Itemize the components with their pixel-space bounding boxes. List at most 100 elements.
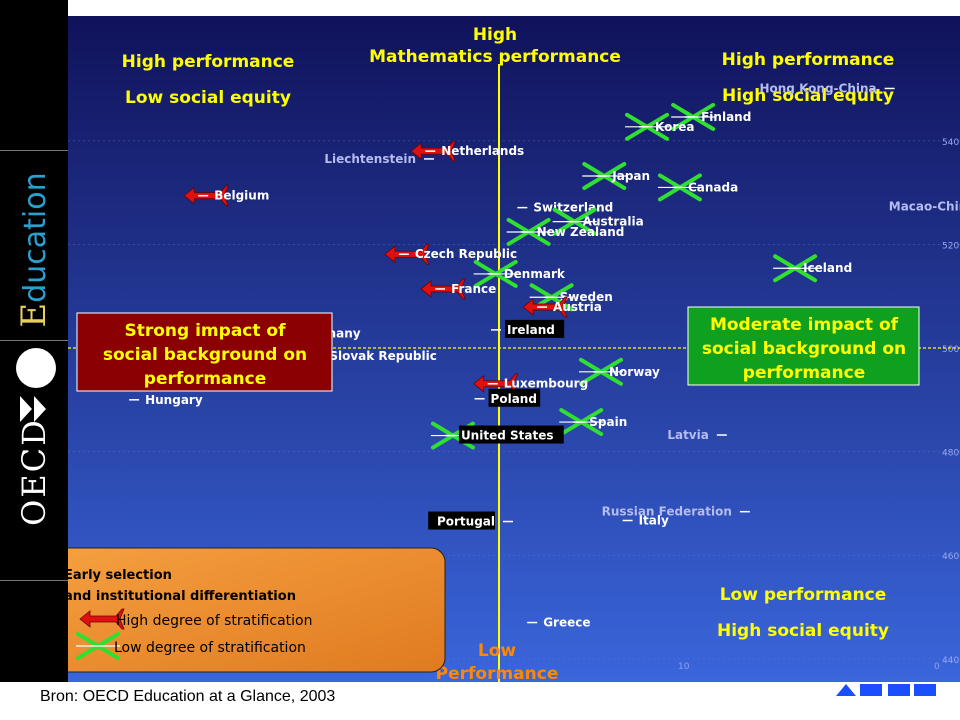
country-point: Finland: [671, 102, 751, 131]
country-point: Belgium: [183, 185, 269, 207]
country-label: Finland: [701, 110, 751, 124]
quadrant-top-left-line1: High performance: [122, 52, 295, 72]
country-label: Sweden: [560, 290, 613, 304]
country-point: Norway: [578, 357, 660, 386]
legend-item-low: Low degree of stratification: [114, 640, 306, 656]
country-point: Sweden: [529, 283, 613, 312]
country-point: Korea: [625, 112, 695, 141]
legend-title-line1: Early selection: [68, 568, 172, 583]
impact-boxes: Strong impact of social background on perf…: [76, 306, 920, 392]
country-label: Australia: [583, 215, 644, 229]
country-label: Hong Kong-China: [759, 81, 876, 95]
country-label: Portugal: [437, 515, 495, 529]
x-tick-label: 10: [678, 662, 690, 672]
strong-impact-text: performance: [144, 369, 266, 389]
quadrant-top-right-line2: High social equity: [722, 86, 894, 106]
strong-impact-text: Strong impact of: [124, 321, 286, 341]
y-tick-label: 540: [942, 138, 959, 148]
country-label: Norway: [609, 365, 660, 379]
country-point: Portugal: [428, 511, 513, 530]
country-label: Czech Republic: [415, 247, 517, 261]
oecd-leaf-icon: [20, 396, 46, 422]
country-label: Netherlands: [441, 144, 524, 158]
country-point: Netherlands: [410, 140, 524, 162]
country-label: Iceland: [803, 261, 852, 275]
country-label-box: [488, 388, 541, 407]
country-point: Russian Federation: [602, 505, 750, 519]
country-label: Latvia: [667, 428, 709, 442]
country-point: Hungary: [129, 393, 203, 407]
country-label: United States: [461, 429, 554, 443]
country-label: Macao-China: [889, 200, 960, 214]
legend: Early selection and institutional differe…: [68, 547, 446, 673]
country-label-box: [428, 511, 495, 530]
y-tick-label: 500: [942, 345, 959, 355]
country-label: Poland: [491, 392, 537, 406]
sidebar-divider: [0, 150, 68, 151]
country-label: Canada: [688, 180, 738, 194]
country-label: Switzerland: [533, 201, 613, 215]
country-label: Liechtenstein: [324, 152, 416, 166]
sidebar-divider: [0, 580, 68, 581]
high-stratification-arrow: [79, 608, 125, 630]
country-point: Czech Republic: [384, 243, 517, 265]
quadrant-bottom-right-line1: Low performance: [720, 585, 887, 605]
axis-top-subtitle: Mathematics performance: [369, 47, 621, 67]
country-point: Austria: [522, 296, 602, 318]
country-label: New Zealand: [537, 225, 625, 239]
country-label: Denmark: [504, 267, 566, 281]
country-label: Belgium: [214, 189, 269, 203]
country-points: Hong Kong-ChinaFinlandKoreaNetherlandsLi…: [129, 81, 960, 630]
axis-bottom-subtitle: Performance: [436, 664, 559, 682]
quadrant-top-left-line2: Low social equity: [125, 88, 291, 108]
legend-box: [68, 547, 446, 673]
country-label: Russian Federation: [602, 505, 732, 519]
country-point: Luxembourg: [473, 373, 588, 395]
country-label: France: [451, 282, 496, 296]
country-label: Ireland: [507, 323, 555, 337]
y-tick-label: 480: [942, 449, 959, 459]
y-tick-label: 460: [942, 552, 959, 562]
country-label: Italy: [639, 513, 669, 527]
country-label: Austria: [553, 300, 602, 314]
quadrant-top-right-line1: High performance: [722, 50, 895, 70]
country-label: Hungary: [145, 393, 203, 407]
country-point: Australia: [552, 207, 644, 236]
country-label-box: [505, 319, 565, 338]
country-point: France: [420, 278, 496, 300]
sidebar-divider: [0, 340, 68, 341]
strong-impact-box: [76, 312, 333, 392]
axis-top-title: High: [473, 25, 517, 45]
quadrant-bottom-right-line2: High social equity: [717, 621, 889, 641]
publisher-logo-icon: [836, 684, 936, 696]
country-point: Poland: [474, 388, 541, 407]
moderate-impact-text: performance: [743, 363, 865, 383]
education-rest: ducation: [18, 172, 53, 303]
country-point: Iceland: [773, 254, 852, 283]
country-point: Liechtenstein: [324, 152, 435, 166]
country-point: New Zealand: [506, 217, 625, 246]
country-point: Macao-China: [889, 200, 960, 214]
y-tick-label: 520: [942, 241, 959, 251]
legend-title-line2: and institutional differentiation: [68, 589, 296, 604]
y-tick-label: 440: [942, 656, 959, 666]
strong-impact-text: social background on: [103, 345, 307, 365]
education-wordmark: Education: [14, 170, 54, 330]
country-label-box: [458, 425, 564, 444]
country-point: Canada: [657, 173, 738, 202]
oecd-education-sidebar: Education OECD: [0, 0, 68, 682]
axis-bottom-title: Low: [478, 641, 517, 661]
x-tick-label: 0: [934, 662, 940, 672]
legend-item-high: High degree of stratification: [116, 613, 313, 629]
country-label: Korea: [655, 120, 695, 134]
country-label: Japan: [611, 169, 650, 183]
moderate-impact-text: social background on: [702, 339, 906, 359]
country-point: United States: [430, 421, 564, 450]
moderate-impact-text: Moderate impact of: [710, 315, 899, 335]
oecd-logo-icon: [16, 348, 56, 388]
country-label: Slovak Republic: [329, 349, 437, 363]
moderate-impact-box: [687, 306, 920, 386]
country-label: Greece: [543, 616, 590, 630]
